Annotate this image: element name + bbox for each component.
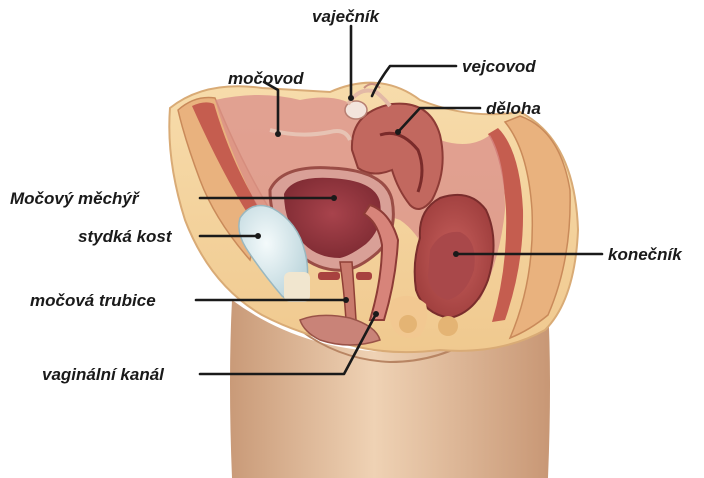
- pubic-ligament: [284, 272, 310, 302]
- label-vaginal-canal: vaginální kanál: [42, 365, 165, 384]
- label-urethra: močová trubice: [30, 291, 156, 310]
- label-bladder: Močový měchýř: [10, 189, 141, 208]
- label-ovary: vaječník: [312, 7, 381, 26]
- label-pubic-bone: stydká kost: [78, 227, 173, 246]
- urethral-sphincter-right: [356, 272, 372, 280]
- leader-dot: [275, 131, 281, 137]
- label-ureter: močovod: [228, 69, 304, 88]
- leader-dot: [373, 311, 379, 317]
- fat-blob: [438, 316, 458, 336]
- leader-dot: [453, 251, 459, 257]
- urethral-sphincter-left: [318, 272, 340, 280]
- fat-blob: [399, 315, 417, 333]
- leader-dot: [255, 233, 261, 239]
- leader-dot: [395, 129, 401, 135]
- leader-dot: [343, 297, 349, 303]
- label-fallopian-tube: vejcovod: [462, 57, 536, 76]
- leader-dot: [348, 95, 354, 101]
- label-uterus: děloha: [486, 99, 541, 118]
- label-rectum: konečník: [608, 245, 683, 264]
- leader-dot: [331, 195, 337, 201]
